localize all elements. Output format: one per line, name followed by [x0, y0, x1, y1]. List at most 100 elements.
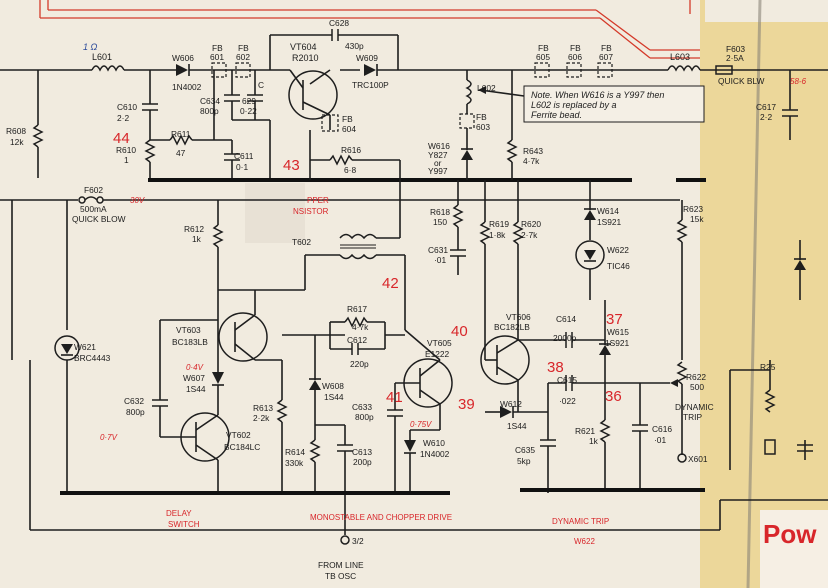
label-t602: T602 [292, 237, 311, 247]
note-line1: Note. When W616 is a Y997 then [531, 90, 664, 100]
w608-c613 [309, 335, 353, 545]
label-r616: R616 [341, 145, 361, 155]
label-c611: C611 [234, 151, 254, 161]
c617 [782, 70, 798, 140]
voltage-04v: 0·4V [186, 363, 204, 372]
label-r618: R618 [430, 207, 450, 217]
label-vt604: VT604 [290, 42, 317, 52]
note-box [523, 85, 705, 123]
label-r613: R613 [253, 403, 273, 413]
note-arrow [478, 86, 486, 94]
label-vt606: VT606 [506, 312, 531, 322]
label-w609: W609 [356, 53, 378, 63]
label-r623-val: 15k [690, 214, 704, 224]
label-w614: W614 [597, 206, 619, 216]
label-r619: R619 [489, 219, 509, 229]
label-w610-type: 1N4002 [420, 449, 450, 459]
label-fb604-b: 604 [342, 124, 356, 134]
label-c611-val: 0·1 [236, 162, 248, 172]
label-c628-val: 430p [345, 41, 364, 51]
label-fb603-a: FB [476, 112, 487, 122]
label-fb604-a: FB [342, 114, 353, 124]
label-vt606-type: BC182LB [494, 322, 530, 332]
label-r643-val: 4·7k [523, 156, 540, 166]
label-l603: L603 [670, 52, 690, 62]
label-c629-val: 0·22 [240, 106, 257, 116]
label-r619-val: 1·8k [489, 230, 506, 240]
label-r622-val: 500 [690, 382, 704, 392]
label-vt602: VT602 [226, 430, 251, 440]
label-c635: C635 [515, 445, 535, 455]
label-x601: X601 [688, 454, 708, 464]
label-c616: C616 [652, 424, 672, 434]
label-c612: C612 [347, 335, 367, 345]
input-network [142, 70, 240, 180]
transistor-vt606 [480, 300, 648, 493]
note-line2: L602 is replaced by a [531, 100, 617, 110]
label-fb605-a: FB [538, 43, 549, 53]
label-c616-val: ·01 [654, 435, 666, 445]
label-w612: W612 [500, 399, 522, 409]
label-dynamic: DYNAMIC [675, 402, 714, 412]
label-trip: TRIP [683, 412, 702, 422]
r617-c612 [282, 316, 405, 355]
label-r610-val: 1 [124, 155, 129, 165]
transistor-vt604 [288, 69, 338, 130]
label-r616-val: 6·8 [344, 165, 356, 175]
rail-30v: 30V [130, 196, 145, 205]
label-w606: W606 [172, 53, 194, 63]
ferrite-fb607 [597, 62, 613, 78]
label-c617: C617 [756, 102, 776, 112]
w614-w622 [575, 180, 605, 300]
label-r614-val: 330k [285, 458, 304, 468]
label-fb607-b: 607 [599, 52, 613, 62]
label-c612-val: 220p [350, 359, 369, 369]
label-r610: R610 [116, 145, 136, 155]
label-w616-type1: Y827 [428, 150, 448, 160]
label-c634-val: 800p [200, 106, 219, 116]
label-w608: W608 [322, 381, 344, 391]
rail-58v: 58-6 [790, 77, 807, 86]
diode-w606 [176, 64, 188, 76]
label-c615-val: ·022 [559, 396, 576, 406]
label-fb601-b: 601 [210, 52, 224, 62]
test-point-44: 44 [113, 130, 130, 147]
test-point-43: 43 [283, 157, 300, 174]
test-point-38: 38 [547, 359, 564, 376]
voltage-07v: 0·7V [100, 433, 118, 442]
test-point-39: 39 [458, 396, 475, 413]
label-w616-type2: Y997 [428, 166, 448, 176]
label-vt605: VT605 [427, 338, 452, 348]
label-w612-type: 1S44 [507, 421, 527, 431]
label-r614: R614 [285, 447, 305, 457]
label-fb605-b: 605 [536, 52, 550, 62]
transformer-t602 [304, 180, 406, 330]
label-vt604-type: R2010 [292, 53, 319, 63]
terminal-x601 [677, 453, 687, 463]
diode-w621 [54, 200, 80, 495]
test-point-40: 40 [451, 323, 468, 340]
label-w608-type: 1S44 [324, 392, 344, 402]
torn-patch [245, 183, 305, 243]
label-c617-val: 2·2 [760, 112, 772, 122]
label-fb603-b: 603 [476, 122, 490, 132]
label-r612-val: 1k [192, 234, 202, 244]
label-f602-val: 500mA [80, 204, 107, 214]
label-fb606-a: FB [570, 43, 581, 53]
r616 [309, 130, 401, 180]
ferrite-fb606 [566, 62, 582, 78]
label-f603-type: QUICK BLW [718, 76, 764, 86]
label-vt603-type: BC183LB [172, 337, 208, 347]
label-r611: R611 [171, 129, 191, 139]
label-w614-type: 1S921 [597, 217, 622, 227]
test-point-37: 37 [606, 311, 623, 328]
label-vt605-type: E1222 [425, 349, 450, 359]
label-c632-val: 800p [126, 407, 145, 417]
label-w621: W621 [74, 342, 96, 352]
label-w609-type: TRC100P [352, 80, 389, 90]
caption-switch: SWITCH [168, 520, 200, 529]
label-r643: R643 [523, 146, 543, 156]
label-c629-top: C [258, 80, 264, 90]
handwritten-note: 1 Ω [83, 42, 98, 52]
